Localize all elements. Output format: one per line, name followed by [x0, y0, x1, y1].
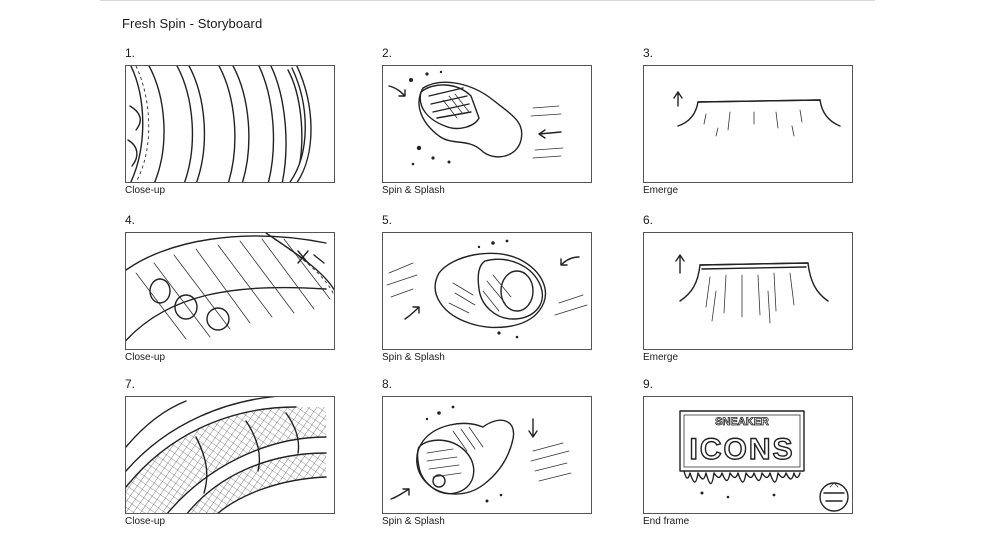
storyboard-panel-6: 6. Emerge — [640, 212, 853, 363]
shoe-sole-closeup-sketch — [127, 66, 312, 182]
panel-caption: Spin & Splash — [382, 185, 445, 196]
storyboard-panel-1: 1. Close-up — [122, 45, 335, 196]
panel-caption: End frame — [643, 516, 690, 527]
panel-sketch-frame — [125, 65, 335, 183]
panel-number: 5. — [382, 213, 393, 227]
sneaker-splash-sketch — [388, 70, 564, 166]
storyboard-panel-2: 2. Spin & Splash — [379, 45, 592, 196]
panel-number: 1. — [125, 46, 136, 60]
badge-seal-icon — [819, 482, 849, 512]
mesh-closeup-sketch — [126, 397, 327, 513]
panel-sketch-frame — [382, 396, 592, 514]
panel-number: 9. — [643, 377, 654, 391]
panel-caption: Spin & Splash — [382, 352, 445, 363]
storyboard-panel-4: 4. Close-up — [122, 212, 335, 363]
storyboard-panel-8: 8. Spin & Splash — [379, 376, 592, 527]
sneaker-splash-sketch — [386, 239, 588, 339]
panel-sketch-frame — [643, 232, 853, 350]
panel-number: 8. — [382, 377, 393, 391]
panel-caption: Close-up — [125, 185, 166, 196]
panel-caption: Spin & Splash — [382, 516, 445, 527]
logo-top-word: SNEAKER — [715, 416, 769, 428]
surface-emerge-sketch — [675, 254, 829, 324]
panel-sketch-frame — [382, 232, 592, 350]
top-divider — [100, 0, 875, 1]
panel-number: 4. — [125, 213, 136, 227]
panel-number: 7. — [125, 377, 136, 391]
storyboard-panel-5: 5. Spin & Splash — [379, 212, 592, 363]
panel-sketch-frame — [125, 396, 335, 514]
panel-number: 2. — [382, 46, 393, 60]
surface-emerge-sketch — [673, 91, 841, 137]
sneaker-splash-sketch — [390, 405, 572, 503]
logo-main-word: ICONS — [689, 433, 794, 466]
panel-number: 6. — [643, 213, 654, 227]
panel-sketch-frame — [643, 65, 853, 183]
panel-caption: Close-up — [125, 352, 166, 363]
panel-number: 3. — [643, 46, 654, 60]
panel-sketch-frame — [125, 232, 335, 350]
storyboard-panel-3: 3. Emerge — [640, 45, 853, 196]
panel-sketch-frame: SNEAKER ICONS — [643, 396, 853, 514]
page-title: Fresh Spin - Storyboard — [122, 16, 263, 31]
panel-caption: Emerge — [643, 185, 679, 196]
panel-caption: Emerge — [643, 352, 679, 363]
storyboard-panel-9: 9. SNEAKER ICONS End frame — [640, 376, 853, 527]
storyboard-panel-7: 7. Close-up — [122, 376, 335, 527]
shoe-detail-closeup-sketch — [126, 233, 334, 342]
sneaker-icons-logo-sketch: SNEAKER ICONS — [679, 410, 849, 512]
panel-sketch-frame — [382, 65, 592, 183]
panel-caption: Close-up — [125, 516, 166, 527]
